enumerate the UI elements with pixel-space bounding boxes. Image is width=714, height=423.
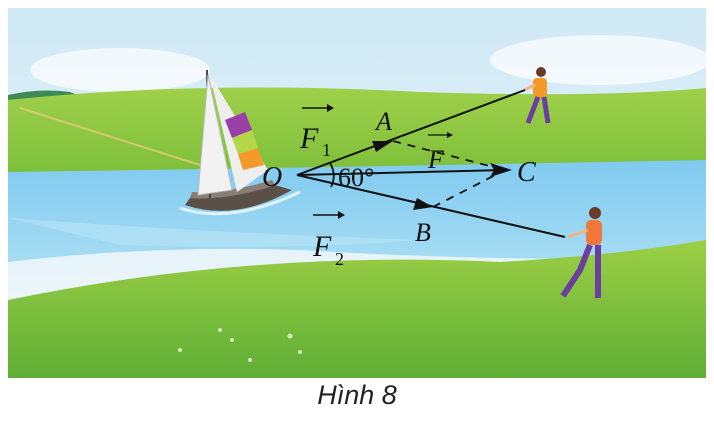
label-f1-sub: 1 bbox=[322, 140, 331, 160]
figure-caption: Hình 8 bbox=[317, 380, 397, 410]
label-a: A bbox=[374, 107, 392, 136]
vector-oc bbox=[296, 169, 506, 176]
label-b: B bbox=[415, 218, 431, 247]
arrowhead-b bbox=[413, 198, 433, 210]
far-field bbox=[8, 87, 706, 175]
person-top-right bbox=[523, 67, 551, 124]
label-f2: F bbox=[312, 230, 332, 263]
label-o: O bbox=[262, 162, 282, 193]
label-angle: 60° bbox=[338, 163, 374, 192]
person-bottom-right bbox=[560, 207, 602, 298]
arrowhead-a bbox=[372, 141, 393, 152]
dashed-bc bbox=[432, 169, 506, 208]
arrowhead-c bbox=[490, 163, 512, 177]
rope-oa bbox=[296, 89, 526, 176]
dashed-ac bbox=[392, 140, 506, 171]
near-field bbox=[8, 240, 706, 378]
sailboat bbox=[179, 69, 301, 216]
angle-arc bbox=[329, 162, 335, 188]
label-f1: F bbox=[299, 122, 319, 155]
background bbox=[8, 8, 710, 378]
vector-diagram: O A B C 60° F 1 F 2 F bbox=[262, 89, 566, 269]
label-c: C bbox=[517, 157, 536, 188]
label-f-resultant: F bbox=[427, 145, 445, 174]
label-f2-sub: 2 bbox=[335, 249, 344, 269]
